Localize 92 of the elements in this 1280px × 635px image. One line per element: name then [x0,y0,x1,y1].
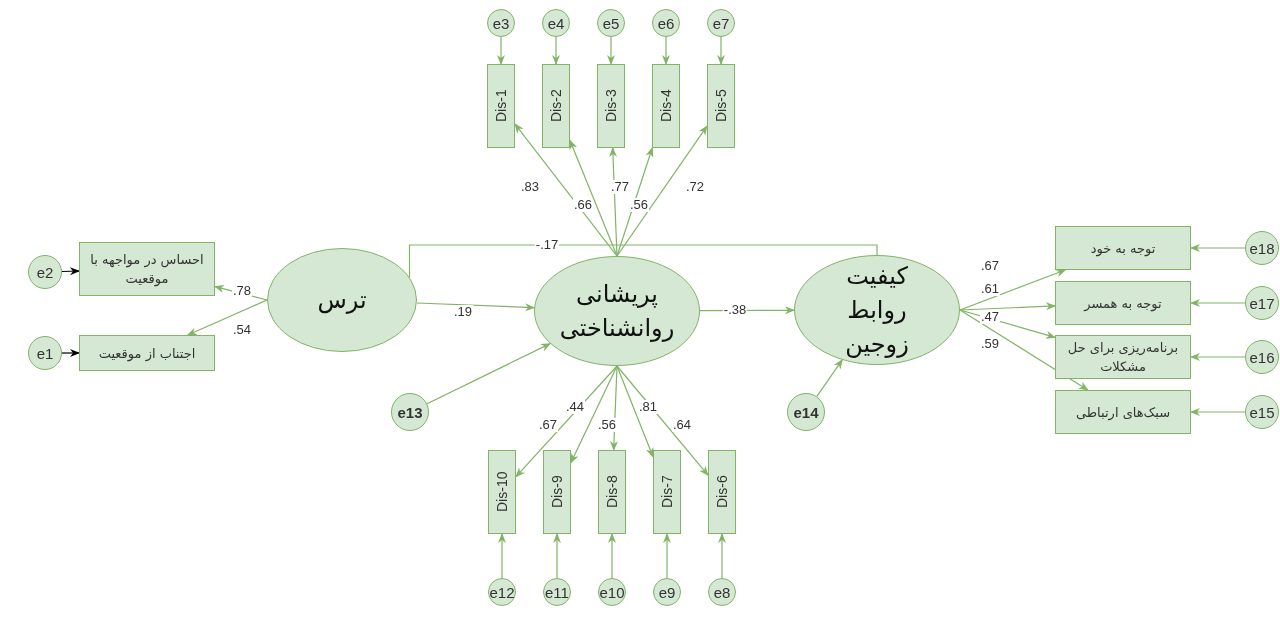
error-term-circle: e10 [598,578,626,606]
path-arrow [61,349,80,357]
path-arrow [570,365,618,464]
path-coefficient: .66 [572,198,594,212]
path-arrow [426,343,552,405]
path-arrow [1190,408,1246,416]
path-coefficient: .64 [671,418,693,432]
path-coefficient: .77 [609,180,631,194]
path-arrow [718,533,726,579]
error-term-circle: e1 [28,336,62,370]
path-arrow [1190,299,1246,307]
path-arrow [616,125,708,257]
path-arrow [616,365,654,458]
error-term-circle: e13 [391,393,429,431]
path-coefficient: -.17 [534,238,560,252]
path-coefficient: .61 [979,282,1001,296]
indicator-box: Dis-2 [542,64,570,148]
indicator-box: توجه به خود [1055,226,1191,270]
path-arrow [61,267,80,276]
path-coefficient: .81 [637,400,659,414]
path-arrow [959,269,1067,311]
path-arrow [1190,244,1246,252]
path-coefficient: .67 [979,259,1001,273]
error-term-circle: e2 [28,255,62,289]
path-coefficient: .78 [231,284,253,298]
path-arrow [616,147,654,257]
path-arrow [616,365,709,476]
error-term-circle: e6 [652,9,680,37]
path-coefficient: .19 [452,305,474,319]
indicator-box: برنامه‌ریزی برای حل مشکلات [1055,335,1191,379]
path-coefficient: -.38 [722,303,748,317]
path-arrow [609,147,618,257]
error-term-circle: e8 [708,578,736,606]
latent-variable-ellipse: کیفیت روابط زوجین [794,255,960,365]
indicator-box: Dis-10 [488,450,516,534]
indicator-box: Dis-3 [597,64,625,148]
path-arrow [608,533,616,579]
indicator-box: Dis-8 [598,450,626,534]
error-term-circle: e5 [597,9,625,37]
indicator-box: Dis-5 [707,64,735,148]
error-term-circle: e17 [1245,286,1279,320]
path-arrow [959,309,1056,339]
path-coefficient: .59 [979,337,1001,351]
path-arrow [514,123,618,257]
indicator-box: Dis-6 [708,450,736,534]
indicator-box: Dis-7 [653,450,681,534]
path-coefficient: .54 [231,323,253,337]
error-term-circle: e16 [1245,340,1279,374]
path-arrow [662,36,670,65]
path-arrow [607,36,615,65]
path-arrow [553,533,561,579]
indicator-box: توجه به همسر [1055,281,1191,325]
path-coefficient: .56 [628,198,650,212]
path-arrow [569,139,618,257]
path-arrow [214,284,268,301]
path-arrow [717,36,725,65]
path-line [408,244,878,278]
error-term-circle: e4 [542,9,570,37]
indicator-box: اجتناب از موقعیت [79,335,215,371]
path-arrow [610,365,618,451]
path-arrow [959,309,1089,391]
path-coefficient: .56 [596,418,618,432]
error-term-circle: e18 [1245,231,1279,265]
error-term-circle: e3 [487,9,515,37]
error-term-circle: e14 [787,393,825,431]
error-term-circle: e7 [707,9,735,37]
indicator-box: Dis-9 [543,450,571,534]
error-term-circle: e15 [1245,395,1279,429]
path-arrow [552,36,560,65]
indicator-box: Dis-1 [487,64,515,148]
path-arrow [497,36,505,65]
error-term-circle: e11 [543,578,571,606]
path-coefficient: .67 [537,418,559,432]
latent-variable-ellipse: پریشانی روانشناختی [534,256,700,366]
path-arrow [1190,353,1246,361]
path-arrow [515,365,618,478]
error-term-circle: e9 [653,578,681,606]
error-term-circle: e12 [488,578,516,606]
path-arrow [416,302,536,312]
path-arrow [959,302,1056,311]
path-arrow [186,299,268,336]
path-coefficient: .47 [979,310,1001,324]
path-arrow [816,359,843,397]
path-arrow [663,533,671,579]
indicator-box: Dis-4 [652,64,680,148]
path-coefficient: .44 [564,400,586,414]
path-coefficient: .72 [684,180,706,194]
path-arrow [498,533,506,579]
indicator-box: احساس در مواجهه با موقعیت [79,242,215,296]
indicator-box: سبک‌های ارتباطی [1055,390,1191,434]
latent-variable-ellipse: ترس [267,248,417,352]
path-coefficient: .83 [519,180,541,194]
